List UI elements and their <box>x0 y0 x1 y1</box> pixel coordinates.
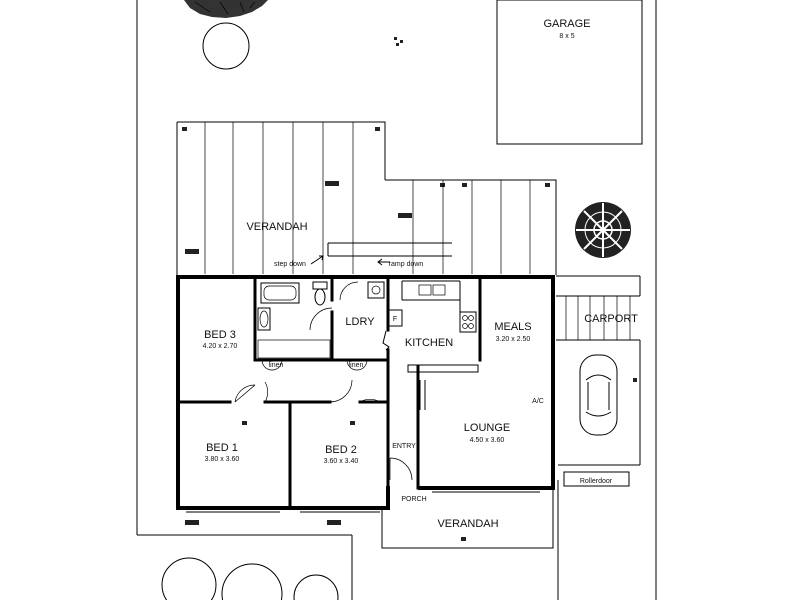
porch-label: PORCH <box>401 496 426 503</box>
meals-label: MEALS <box>494 321 531 333</box>
lounge-dims: 4.50 x 3.60 <box>470 437 505 444</box>
bed1-dims: 3.80 x 3.60 <box>205 456 240 463</box>
tree-top-icon <box>184 0 268 18</box>
front-verandah-label: VERANDAH <box>437 518 498 530</box>
ramp-down-arrow <box>377 258 390 266</box>
step-down-label: step down <box>274 261 306 268</box>
carport <box>556 275 641 487</box>
laundry-fixtures <box>367 281 403 327</box>
linen-right-label: linen <box>349 362 364 369</box>
paver-marks <box>182 37 637 541</box>
bed2-label: BED 2 <box>325 444 357 456</box>
garage-outline <box>496 0 643 145</box>
lounge-label: LOUNGE <box>464 422 510 434</box>
bed3-label: BED 3 <box>204 329 236 341</box>
garage-dims: 8 x 5 <box>559 33 574 40</box>
linen-left-label: linen <box>269 362 284 369</box>
step-down-arrow <box>310 255 324 265</box>
property-boundary <box>136 0 657 600</box>
door-swings <box>234 281 413 481</box>
bathroom-fixtures <box>257 281 331 359</box>
rear-verandah-label: VERANDAH <box>246 221 307 233</box>
fridge-label: F <box>393 316 397 323</box>
kitchen-label: KITCHEN <box>405 337 453 349</box>
bed3-dims: 4.20 x 2.70 <box>203 343 238 350</box>
car-icon <box>579 354 618 436</box>
bed2-dims: 3.60 x 3.40 <box>324 458 359 465</box>
tree-right-icon <box>575 202 631 258</box>
shrubs-bottom-icon <box>161 557 339 600</box>
rollerdoor-label: Rollerdoor <box>580 478 613 485</box>
meals-dims: 3.20 x 2.50 <box>496 336 531 343</box>
bed1-label: BED 1 <box>206 442 238 454</box>
ramp-down-label: ramp down <box>389 261 424 268</box>
garage-label: GARAGE <box>543 18 590 30</box>
carport-label: CARPORT <box>584 313 638 325</box>
front-verandah-outline <box>381 490 554 549</box>
shrub-icon <box>202 22 250 70</box>
ldry-label: LDRY <box>345 316 375 328</box>
kitchen-fixtures <box>401 280 479 410</box>
windows <box>186 491 540 513</box>
ac-label: A/C <box>532 398 544 405</box>
house-walls <box>176 275 555 510</box>
rear-verandah <box>176 121 557 275</box>
entry-label: ENTRY <box>392 443 416 450</box>
